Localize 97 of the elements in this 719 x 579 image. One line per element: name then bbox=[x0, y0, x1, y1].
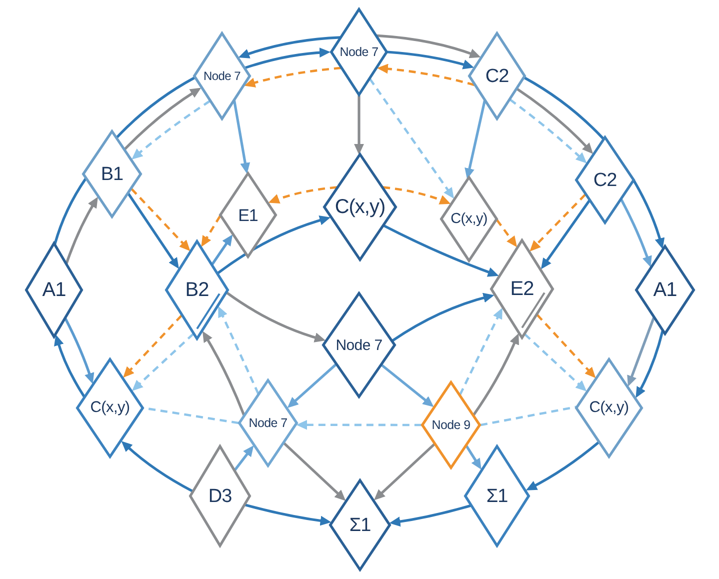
diamond-node bbox=[575, 136, 635, 224]
diamond-node bbox=[219, 172, 277, 258]
node-label: Node 9 bbox=[432, 418, 470, 432]
arrow bbox=[620, 198, 652, 268]
arrow bbox=[636, 330, 664, 398]
node-label: E2 bbox=[510, 279, 534, 299]
diamond-node bbox=[440, 176, 498, 262]
connector-line bbox=[116, 76, 196, 138]
diamond-node bbox=[575, 358, 643, 458]
arrow bbox=[380, 364, 434, 407]
dashed-arrow bbox=[130, 188, 190, 252]
node-label: Node 7 bbox=[248, 416, 288, 430]
arrow bbox=[540, 200, 590, 270]
arrow bbox=[238, 36, 340, 59]
arrow bbox=[234, 445, 254, 471]
node-label: C(x,y) bbox=[450, 212, 488, 226]
arrow bbox=[465, 445, 482, 470]
arrow bbox=[389, 504, 472, 527]
node-label: C2 bbox=[593, 170, 617, 190]
arrow bbox=[516, 88, 594, 154]
dashed-arrow bbox=[536, 314, 596, 378]
arrow bbox=[233, 100, 250, 174]
node-label: D3 bbox=[208, 486, 232, 506]
dashed-arrow bbox=[368, 78, 454, 199]
diamond-node bbox=[635, 245, 695, 335]
node-label: A1 bbox=[42, 280, 66, 300]
diamond-node bbox=[322, 292, 396, 398]
dashed-arrow bbox=[201, 215, 222, 247]
arrow bbox=[464, 100, 486, 180]
diamond-node bbox=[468, 32, 526, 120]
dashed-arrow bbox=[218, 306, 260, 394]
arrow bbox=[124, 88, 202, 150]
node-label: Node 7 bbox=[204, 70, 240, 82]
dashed-arrow bbox=[496, 219, 518, 248]
diamond-node bbox=[329, 479, 391, 571]
diamond-node bbox=[323, 153, 397, 261]
node-label: C2 bbox=[485, 66, 509, 86]
diamond-node bbox=[189, 445, 251, 547]
node-label: Σ1 bbox=[349, 516, 371, 534]
arrow bbox=[226, 292, 326, 342]
arrow bbox=[287, 363, 337, 408]
connector-line bbox=[54, 178, 87, 244]
arrow bbox=[217, 216, 331, 274]
arrow bbox=[121, 441, 193, 492]
arrow bbox=[54, 334, 86, 398]
arrow bbox=[632, 180, 664, 250]
diamond-node bbox=[464, 445, 530, 547]
connector-line bbox=[524, 76, 604, 140]
node-label: C(x,y) bbox=[589, 400, 629, 416]
arrow bbox=[283, 442, 346, 501]
node-label: E1 bbox=[238, 206, 258, 224]
arrow bbox=[383, 224, 499, 277]
node-label: Node 7 bbox=[336, 338, 382, 352]
arrow bbox=[65, 196, 98, 264]
diamond-node bbox=[76, 358, 144, 458]
arrow bbox=[127, 192, 179, 269]
node-label: B2 bbox=[185, 280, 209, 300]
diamond-node bbox=[82, 130, 142, 218]
dashed-arrow bbox=[296, 420, 422, 430]
arrow bbox=[387, 50, 474, 70]
dashed-arrow bbox=[382, 186, 451, 204]
arrow bbox=[354, 96, 364, 155]
dashed-connector-line bbox=[480, 406, 576, 426]
diamond-node bbox=[25, 242, 83, 338]
node-label: Node 7 bbox=[340, 46, 378, 58]
diamond-node bbox=[193, 32, 251, 120]
arrow bbox=[202, 330, 246, 416]
diamond-node bbox=[165, 240, 229, 340]
dashed-arrow bbox=[377, 64, 475, 86]
arrow bbox=[627, 317, 656, 387]
arrow bbox=[64, 318, 94, 384]
diamond-node bbox=[421, 381, 481, 469]
arrow bbox=[526, 441, 600, 490]
dashed-arrow bbox=[244, 66, 342, 88]
node-label: A1 bbox=[653, 280, 677, 300]
diamond-node bbox=[490, 239, 554, 339]
dashed-arrow bbox=[458, 308, 502, 396]
arrow bbox=[472, 333, 519, 416]
arrow bbox=[244, 48, 330, 70]
diamond-node bbox=[330, 8, 388, 96]
dashed-arrow bbox=[123, 314, 182, 378]
node-label: Σ1 bbox=[486, 486, 508, 506]
arrow bbox=[392, 292, 494, 342]
dashed-arrow bbox=[509, 98, 587, 164]
arrow bbox=[374, 443, 436, 500]
dashed-arrow bbox=[132, 100, 211, 160]
diamond-node bbox=[238, 379, 298, 467]
node-label: C(x,y) bbox=[334, 197, 386, 217]
arrow bbox=[376, 34, 481, 58]
arrow bbox=[244, 504, 332, 526]
node-label: B1 bbox=[100, 164, 124, 184]
dashed-arrow bbox=[132, 332, 194, 391]
node-label: C(x,y) bbox=[90, 400, 130, 416]
dashed-arrow bbox=[524, 333, 587, 392]
dashed-arrow bbox=[268, 186, 338, 204]
arrow bbox=[211, 234, 233, 266]
dashed-arrow bbox=[530, 194, 586, 252]
